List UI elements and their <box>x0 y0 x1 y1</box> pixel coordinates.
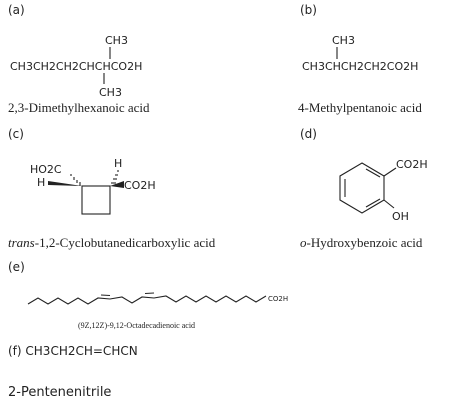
a-methyl-bottom: CH3 <box>99 86 122 99</box>
c-hashed-bond-right <box>111 170 119 184</box>
c-compound-name: trans-1,2-Cyclobutanedicarboxylic acid <box>8 235 216 250</box>
panel-label-e: (e) <box>8 260 25 274</box>
a-methyl-top: CH3 <box>105 34 128 47</box>
d-hydroxyl: OH <box>392 210 409 223</box>
c-left-group: HO2C <box>30 163 62 176</box>
b-main-chain: CH3CHCH2CH2CO2H <box>302 60 418 73</box>
e-compound-name: (9Z,12Z)-9,12-Octadecadienoic acid <box>78 321 195 330</box>
c-hashed-bond-left <box>70 174 81 186</box>
panel-label-d: (d) <box>300 127 317 141</box>
a-main-chain: CH3CH2CH2CHCHCO2H <box>10 60 142 73</box>
d-acid-group: CO2H <box>396 158 428 171</box>
panel-label-b: (b) <box>300 3 317 17</box>
b-methyl-top: CH3 <box>332 34 355 47</box>
e-double-bond-12 <box>144 292 155 295</box>
panel-label-c: (c) <box>8 127 24 141</box>
c-left-h: H <box>37 176 45 189</box>
d-benzene-ring <box>339 162 385 214</box>
d-hydroxyl-bond <box>383 199 395 209</box>
c-wedge-bond-left <box>48 181 82 186</box>
d-acid-bond <box>383 167 397 177</box>
f-formula: (f) CH3CH2CH=CHCN <box>8 344 138 358</box>
e-fatty-acid-chain <box>27 292 267 305</box>
b-compound-name: 4-Methylpentanoic acid <box>298 100 422 115</box>
c-cyclobutane-ring <box>81 185 111 215</box>
c-right-group: CO2H <box>124 179 156 192</box>
f-compound-name: 2-Pentenenitrile <box>8 385 111 400</box>
a-compound-name: 2,3-Dimethylhexanoic acid <box>8 100 150 115</box>
d-compound-name: o-Hydroxybenzoic acid <box>300 235 423 250</box>
panel-label-a: (a) <box>8 3 25 17</box>
c-right-h: H <box>114 157 122 170</box>
e-acid-group: CO2H <box>268 295 288 303</box>
e-double-bond-9 <box>100 294 111 297</box>
c-wedge-bond-right <box>110 181 124 188</box>
